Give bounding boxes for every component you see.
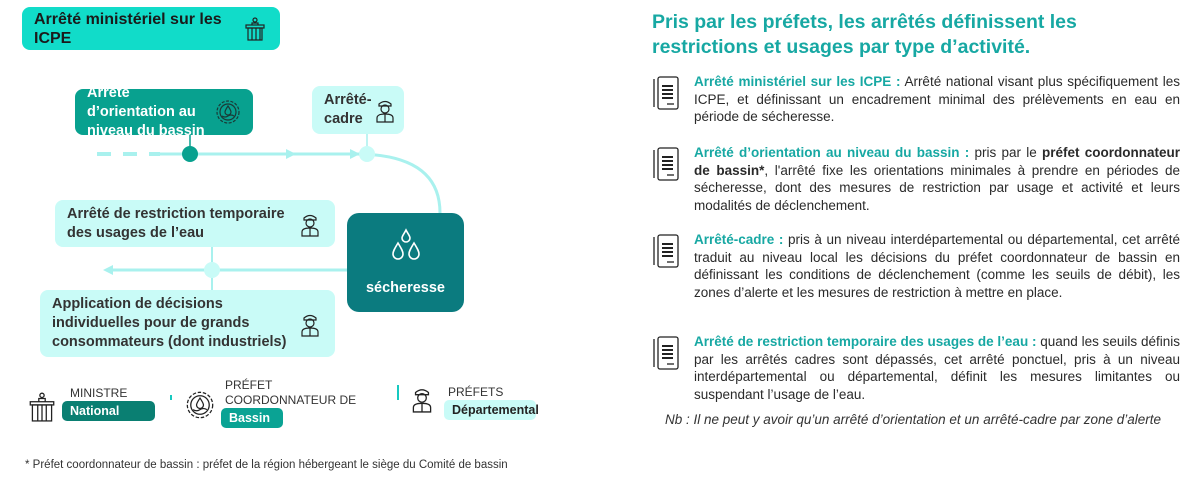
item-restriction: Arrêté de restriction temporaire des usa… <box>652 333 1180 403</box>
podium-icon <box>29 392 55 422</box>
box-label: Arrêté ministériel sur les ICPE <box>34 10 222 47</box>
secheresse-label: sécheresse <box>365 280 445 296</box>
box-label: Arrêté-cadre <box>324 92 372 127</box>
box-label: Application de décisions individuelles p… <box>52 296 287 350</box>
box-secheresse: sécheresse <box>347 213 464 312</box>
item-orientation: Arrêté d’orientation au niveau du bassin… <box>652 144 1180 214</box>
item-cadre: Arrêté-cadre : pris à un niveau interdép… <box>652 231 1180 301</box>
prefect-icon <box>412 389 432 413</box>
item-heading: Arrêté d’orientation au niveau du bassin… <box>694 145 970 160</box>
item-text: pris par le <box>969 145 1042 160</box>
box-arrete-cadre: Arrêté-cadre <box>312 86 404 134</box>
legend-role: PRÉFETS <box>448 385 504 399</box>
legend-level-departemental: Départemental <box>444 400 539 420</box>
node-dot <box>359 146 375 162</box>
item-text: quand les seuils définis par les arrêtés… <box>694 334 1181 402</box>
prefect-icon <box>301 314 319 337</box>
box-label: Arrêté d’orientation au niveau du bassin <box>87 84 205 139</box>
box-arrete-restriction: Arrêté de restriction temporaire des usa… <box>55 200 335 247</box>
water-drops-icon <box>391 228 420 260</box>
document-icon <box>653 234 679 268</box>
basin-seal-icon <box>186 391 214 419</box>
note-nb: Nb : Il ne peut y avoir qu’un arrêté d’o… <box>665 412 1162 427</box>
box-label: Arrêté de restriction temporaire des usa… <box>67 205 285 241</box>
box-arrete-ministeriel: Arrêté ministériel sur les ICPE <box>22 7 280 50</box>
prefect-icon <box>301 214 319 237</box>
legend-role: MINISTRE <box>70 386 128 400</box>
node-dot <box>204 262 220 278</box>
item-text: Arrêté national visant plus spécifiqueme… <box>694 74 1181 124</box>
item-heading: Arrêté-cadre : <box>694 232 784 247</box>
item-ministeriel: Arrêté ministériel sur les ICPE : Arrêté… <box>652 73 1180 126</box>
node-dot <box>182 146 198 162</box>
document-icon <box>653 147 679 181</box>
right-title: Pris par les préfets, les arrêtés défini… <box>652 11 1077 58</box>
arrow-icon <box>286 149 296 159</box>
item-bold: préfet coordonnateur de bassin* <box>694 145 1181 178</box>
legend-level-national: National <box>62 401 155 421</box>
item-heading: Arrêté ministériel sur les ICPE : <box>694 74 901 89</box>
item-heading: Arrêté de restriction temporaire des usa… <box>694 334 1037 349</box>
document-icon <box>653 76 679 110</box>
item-text: , l'arrêté fixe les orientations minimal… <box>694 162 1181 213</box>
podium-icon <box>245 16 265 41</box>
footnote: * Préfet coordonnateur de bassin : préfe… <box>25 459 508 471</box>
legend-level-bassin: Bassin <box>221 408 283 428</box>
box-arrete-orientation: Arrêté d’orientation au niveau du bassin <box>75 85 253 139</box>
basin-seal-icon <box>216 100 240 124</box>
box-application-decisions: Application de décisions individuelles p… <box>40 290 335 357</box>
document-icon <box>653 336 679 370</box>
flow-lines <box>97 134 442 400</box>
item-text: pris à un niveau interdépartemental ou d… <box>694 232 1181 300</box>
prefect-icon <box>375 100 394 123</box>
